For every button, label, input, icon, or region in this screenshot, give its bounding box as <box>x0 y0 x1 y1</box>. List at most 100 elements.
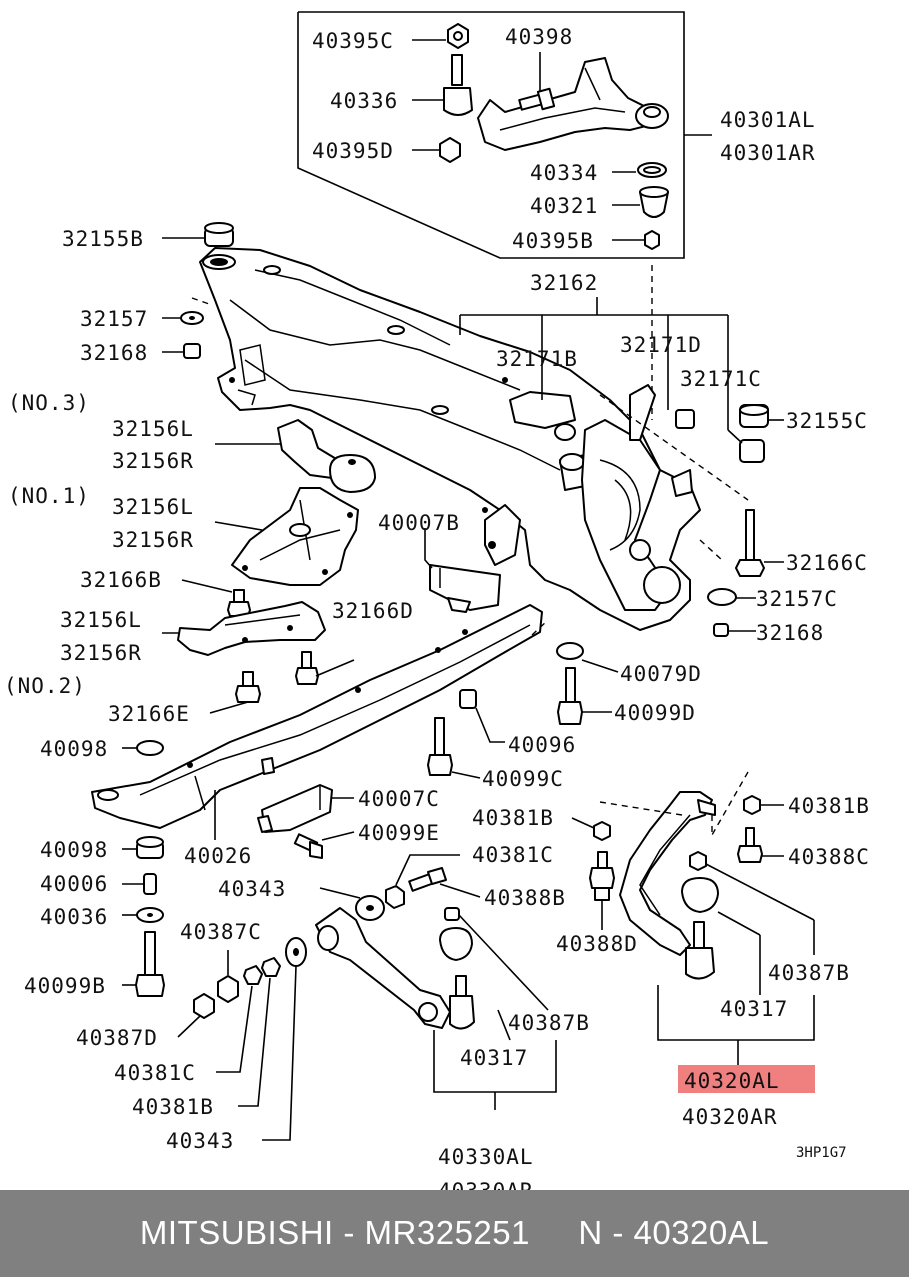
ring-40334 <box>612 162 667 178</box>
label-40320AR: 40320AR <box>682 1105 778 1129</box>
nut-40381B-c <box>238 957 281 1107</box>
label-32156L-3: 32156L <box>60 608 142 632</box>
label-40387C: 40387C <box>180 920 262 944</box>
label-32156R-1: 32156R <box>112 449 194 473</box>
nut-40387C <box>217 950 239 1003</box>
label-40330AL: 40330AL <box>438 1145 534 1169</box>
nut-40381B-b <box>743 795 784 815</box>
label-32166C: 32166C <box>786 551 868 575</box>
label-40387D: 40387D <box>76 1026 158 1050</box>
label-32166E: 32166E <box>108 702 190 726</box>
leaders-32162 <box>459 297 729 430</box>
label-32168a: 32168 <box>80 341 148 365</box>
label-32166B: 32166B <box>80 568 162 592</box>
label-32156R-3: 32156R <box>60 641 142 665</box>
label-40381B-a: 40381B <box>472 806 554 830</box>
label-32166D: 32166D <box>332 599 414 623</box>
washer-32157C <box>707 588 756 606</box>
label-40330AR: 40330AR <box>438 1179 534 1190</box>
label-32155C: 32155C <box>786 409 868 433</box>
mount-40007B <box>424 528 501 613</box>
washer-40079D <box>556 642 619 673</box>
nut-40395D <box>412 137 461 163</box>
nut-40395C <box>412 23 469 49</box>
label-40388D: 40388D <box>556 932 638 956</box>
label-40381C-a: 40381C <box>472 843 554 867</box>
label-40096: 40096 <box>508 733 576 757</box>
label-40099E: 40099E <box>358 821 440 845</box>
label-32157C: 32157C <box>756 587 838 611</box>
lower-arm-40320 <box>599 771 749 956</box>
collar-40006 <box>122 873 157 895</box>
bolt-32166E <box>209 671 261 714</box>
label-40388C: 40388C <box>788 845 870 869</box>
label-40321: 40321 <box>530 194 598 218</box>
boot-40321 <box>612 186 669 218</box>
nut-32168b <box>713 623 756 637</box>
bolt-40099E <box>293 831 355 859</box>
part-labels: 40395C 40398 40336 40395D 40301AL 40301A… <box>4 25 870 1190</box>
label-40387B-a: 40387B <box>768 961 850 985</box>
nut-40381B-a <box>571 817 611 841</box>
bracket-no1 <box>214 487 359 586</box>
parts-diagram: 40395C 40398 40336 40395D 40301AL 40301A… <box>4 11 870 1190</box>
washer-32157 <box>162 297 213 325</box>
label-32156L-2: 32156L <box>112 495 194 519</box>
washer-40343b <box>262 937 307 1141</box>
label-40007B: 40007B <box>378 511 460 535</box>
footer-part-number: MITSUBISHI - MR325251 N - 40320AL <box>139 1214 770 1251</box>
label-40099B: 40099B <box>24 974 106 998</box>
washer-40036 <box>122 907 164 923</box>
bolt-40388B <box>408 867 481 898</box>
label-40343a: 40343 <box>218 877 286 901</box>
bolt-32166B <box>181 579 251 617</box>
bracket-40320 <box>657 985 815 1065</box>
label-40388B: 40388B <box>484 886 566 910</box>
label-40079D: 40079D <box>620 662 702 686</box>
bolt-40388C <box>737 827 784 863</box>
label-40098a: 40098 <box>40 737 108 761</box>
label-40036: 40036 <box>40 905 108 929</box>
label-32171D: 32171D <box>620 333 702 357</box>
crossmember-32162 <box>199 247 701 631</box>
label-32168b: 32168 <box>756 621 824 645</box>
crossmember-40026 <box>91 604 549 840</box>
label-40098b: 40098 <box>40 838 108 862</box>
label-40336: 40336 <box>330 89 398 113</box>
label-40381C-b: 40381C <box>114 1061 196 1085</box>
upper-arm-part <box>477 57 669 151</box>
lower-arm-40330 <box>315 907 451 1029</box>
label-32157: 32157 <box>80 307 148 331</box>
bushing-40098a <box>122 740 164 756</box>
balljoint-40317a <box>439 907 549 1041</box>
nut-40387D <box>177 993 215 1038</box>
bracket-no2 <box>162 601 326 656</box>
bolt-40099C <box>427 717 481 779</box>
bolt-32166C <box>735 509 784 577</box>
label-40381B-b: 40381B <box>788 794 870 818</box>
nut-40381C-b <box>216 965 263 1073</box>
mount-40007C <box>257 784 354 833</box>
label-32162: 32162 <box>530 271 598 295</box>
label-40006: 40006 <box>40 872 108 896</box>
label-40099D: 40099D <box>614 701 696 725</box>
washer-40343a <box>319 887 385 921</box>
collar-40096 <box>459 689 505 743</box>
footer-bar: MITSUBISHI - MR325251 N - 40320AL <box>0 1190 909 1277</box>
label-no3: (NO.3) <box>8 391 90 415</box>
bolt-40099B <box>122 931 165 997</box>
label-40026: 40026 <box>184 844 252 868</box>
bolt-40099D <box>557 667 612 725</box>
label-32171C: 32171C <box>680 367 762 391</box>
label-40320AL: 40320AL <box>684 1069 780 1093</box>
label-40301AR: 40301AR <box>720 141 816 165</box>
label-40007C: 40007C <box>358 787 440 811</box>
bushing-32155B <box>162 222 236 270</box>
diagram-code: 3HP1G7 <box>796 1145 847 1161</box>
label-no1: (NO.1) <box>8 484 90 508</box>
bushing-32155C <box>599 394 784 561</box>
label-no2: (NO.2) <box>4 674 86 698</box>
bushing-40098b <box>122 836 164 859</box>
label-40334: 40334 <box>530 161 598 185</box>
label-32155B: 32155B <box>62 227 144 251</box>
